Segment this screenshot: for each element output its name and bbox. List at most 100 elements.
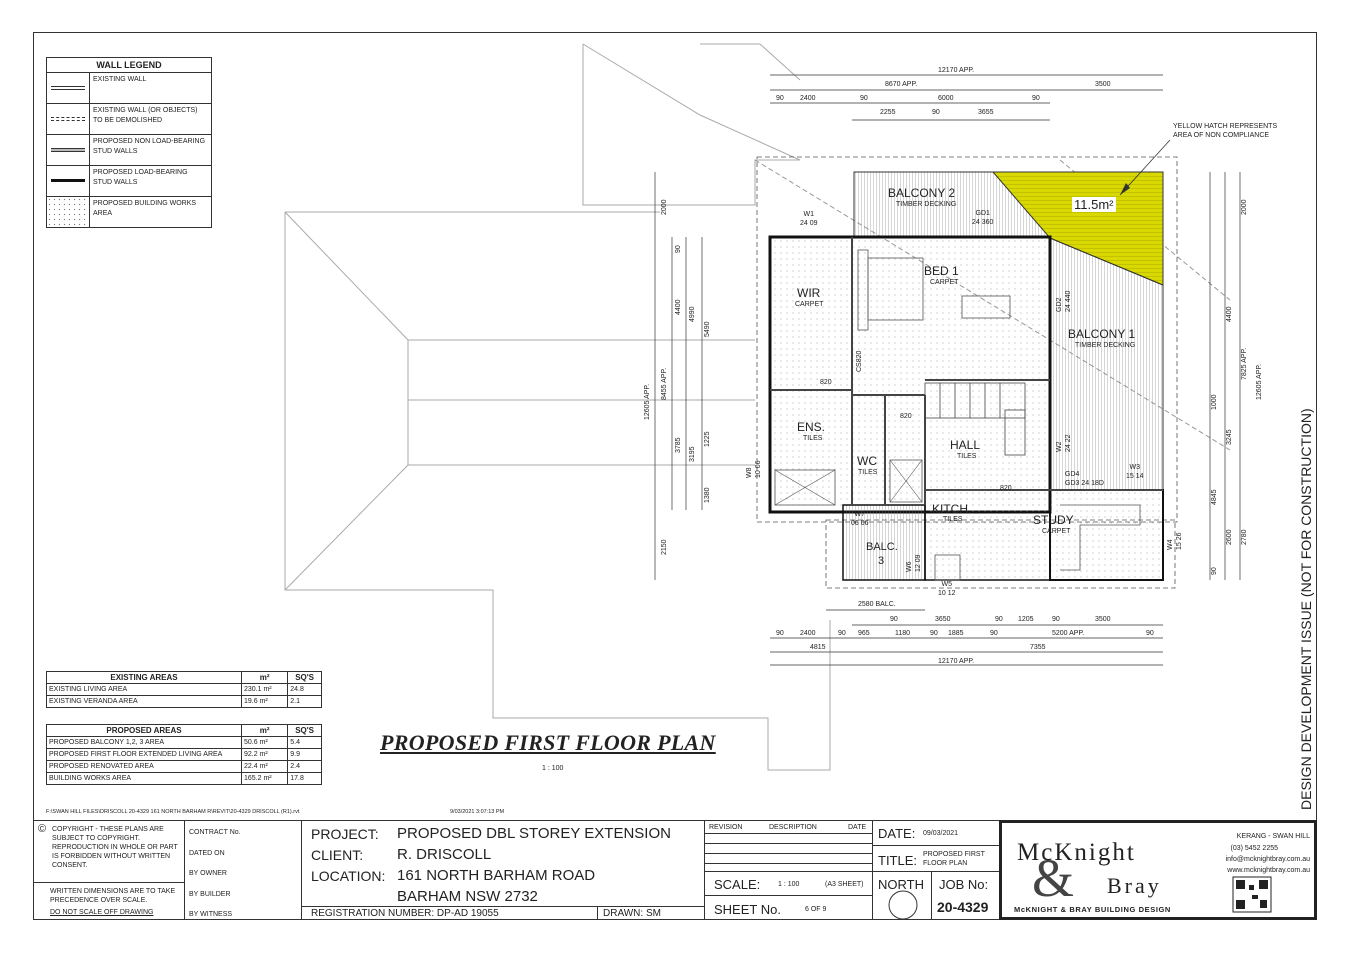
dimension-label: 90 (838, 630, 846, 637)
legend-row: PROPOSED BUILDING WORKS AREA (47, 197, 211, 227)
scale-label: SCALE: (714, 877, 761, 892)
scale-value: 1 : 100 (778, 881, 800, 888)
scale-box: SCALE: 1 : 100 (A3 SHEET) (704, 871, 873, 896)
wall-legend: WALL LEGEND EXISTING WALL EXISTING WALL … (46, 57, 212, 228)
room-finish: TILES (858, 469, 878, 476)
window-tag: W6 12 09 (906, 554, 922, 572)
legend-row: EXISTING WALL (47, 73, 211, 104)
location-label: LOCATION: (311, 868, 386, 884)
room-name: BED 1 (924, 264, 959, 278)
sheet-box: SHEET No. 6 OF 9 (704, 895, 873, 920)
phone-text: (03) 5452 2255 (1230, 845, 1278, 852)
dimension-label: 1180 (895, 630, 911, 637)
room-finish: CARPET (930, 279, 959, 286)
dimension-label: 1885 (948, 630, 964, 637)
date-header: DATE (848, 824, 867, 831)
title-label: TITLE: (878, 853, 918, 868)
job-value: 20-4329 (937, 899, 989, 915)
plan-scale: 1 : 100 (542, 765, 564, 772)
dimension-label: 1205 (1018, 616, 1034, 623)
legend-row: EXISTING WALL (OR OBJECTS) TO BE DEMOLIS… (47, 104, 211, 135)
legend-label: EXISTING WALL (OR OBJECTS) TO BE DEMOLIS… (93, 107, 198, 124)
dimension-label: 12605 APP. (644, 383, 651, 420)
dimension-label: 1380 (704, 487, 711, 503)
legend-label: PROPOSED LOAD-BEARING STUD WALLS (93, 169, 188, 186)
job-label: JOB No: (939, 877, 989, 892)
dimension-label: 90 (776, 630, 784, 637)
precedence-text: WRITTEN DIMENSIONS ARE TO TAKE PRECEDENC… (50, 888, 176, 904)
room-name: WC (857, 454, 877, 468)
office-text: KERANG - SWAN HILL (1236, 833, 1310, 840)
dimension-label: 2400 (800, 95, 816, 102)
dimension-label: 4990 (689, 306, 696, 322)
project-value: PROPOSED DBL STOREY EXTENSION (397, 825, 671, 842)
registration-text: REGISTRATION NUMBER: DP-AD 19055 (311, 908, 499, 919)
window-tag: W4 15 26 (1167, 532, 1183, 550)
contract-box: CONTRACT No. DATED ON BY OWNER BY BUILDE… (184, 820, 302, 920)
email-link[interactable]: info@mcknightbray.com.au (1225, 856, 1310, 863)
project-label: PROJECT: (311, 826, 379, 842)
table-header: EXISTING AREAS (46, 671, 242, 684)
dimension-label: 7825 APP. (1241, 347, 1248, 380)
sheet-size: (A3 SHEET) (825, 881, 864, 888)
door-tag: GD3 24 18D (1065, 480, 1104, 487)
door-tag: CS820 (856, 350, 863, 372)
dimension-label: 2000 (661, 199, 668, 215)
door-tag: GD1 24 360 (972, 210, 994, 226)
dotted-area-swatch (47, 197, 90, 227)
title-value: PROPOSED FIRST FLOOR PLAN (923, 851, 985, 867)
dimension-label: 90 (1052, 616, 1060, 623)
hatch-area-label: 11.5m² (1072, 197, 1116, 212)
location-line-2: BARHAM NSW 2732 (397, 888, 538, 905)
dimension-label: 8455 APP. (661, 367, 668, 400)
dimension-label: 3785 (675, 437, 682, 453)
dimension-label: 3650 (935, 616, 951, 623)
dimension-label: 12170 APP. (938, 67, 975, 74)
dimension-label: 90 (890, 616, 898, 623)
design-issue-note: DESIGN DEVELOPMENT ISSUE (NOT FOR CONSTR… (1298, 408, 1314, 810)
room-name: BALCONY 2 (888, 186, 956, 200)
dimension-label: 8670 APP. (885, 81, 918, 88)
window-tag: W8 10 06 (746, 460, 762, 478)
first-floor-outline (768, 235, 1052, 514)
dashed-wall-swatch (51, 117, 85, 121)
door-tag: GD4 (1065, 471, 1080, 478)
dimension-label: 90 (776, 95, 784, 102)
description-header: DESCRIPTION (769, 824, 817, 831)
thick-wall-swatch (51, 179, 85, 182)
client-label: CLIENT: (311, 847, 364, 863)
print-timestamp: 9/03/2021 3:07:13 PM (450, 809, 505, 815)
dimension-label: 2150 (661, 539, 668, 555)
hatch-note: YELLOW HATCH REPRESENTS AREA OF NON COMP… (1173, 123, 1278, 139)
revision-box: REVISION DESCRIPTION DATE (704, 820, 873, 872)
witness-label: BY WITNESS (189, 911, 233, 918)
drawn-box: DRAWN: SM (597, 906, 705, 920)
table-header: SQ'S (287, 671, 322, 684)
room-name: HALL (950, 438, 981, 452)
legend-row: PROPOSED NON LOAD-BEARING STUD WALLS (47, 135, 211, 166)
qr-code-icon (1232, 876, 1272, 913)
dimension-label: 90 (1211, 567, 1218, 575)
north-box: NORTH (872, 871, 932, 920)
project-box: PROJECT: PROPOSED DBL STOREY EXTENSION C… (301, 820, 705, 907)
door-size: 820 (900, 413, 912, 420)
website-link[interactable]: www.mcknightbray.com.au (1227, 867, 1310, 874)
date-value: 09/03/2021 (923, 830, 959, 837)
sheet-value: 6 OF 9 (805, 906, 827, 913)
sheet-label: SHEET No. (714, 902, 781, 917)
room-finish: CARPET (795, 301, 824, 308)
room-name: STUDY (1033, 513, 1074, 527)
room-name: BALC. (866, 541, 898, 553)
dimension-label: 2600 (1226, 529, 1233, 545)
dimension-label: 90 (675, 245, 682, 253)
room-finish: TILES (943, 516, 963, 523)
brand-ampersand: & (1032, 848, 1075, 908)
room-name: ENS. (797, 420, 826, 434)
dimension-label: 2780 (1241, 529, 1248, 545)
dated-label: DATED ON (189, 850, 225, 857)
job-box: JOB No: 20-4329 (931, 871, 1000, 920)
